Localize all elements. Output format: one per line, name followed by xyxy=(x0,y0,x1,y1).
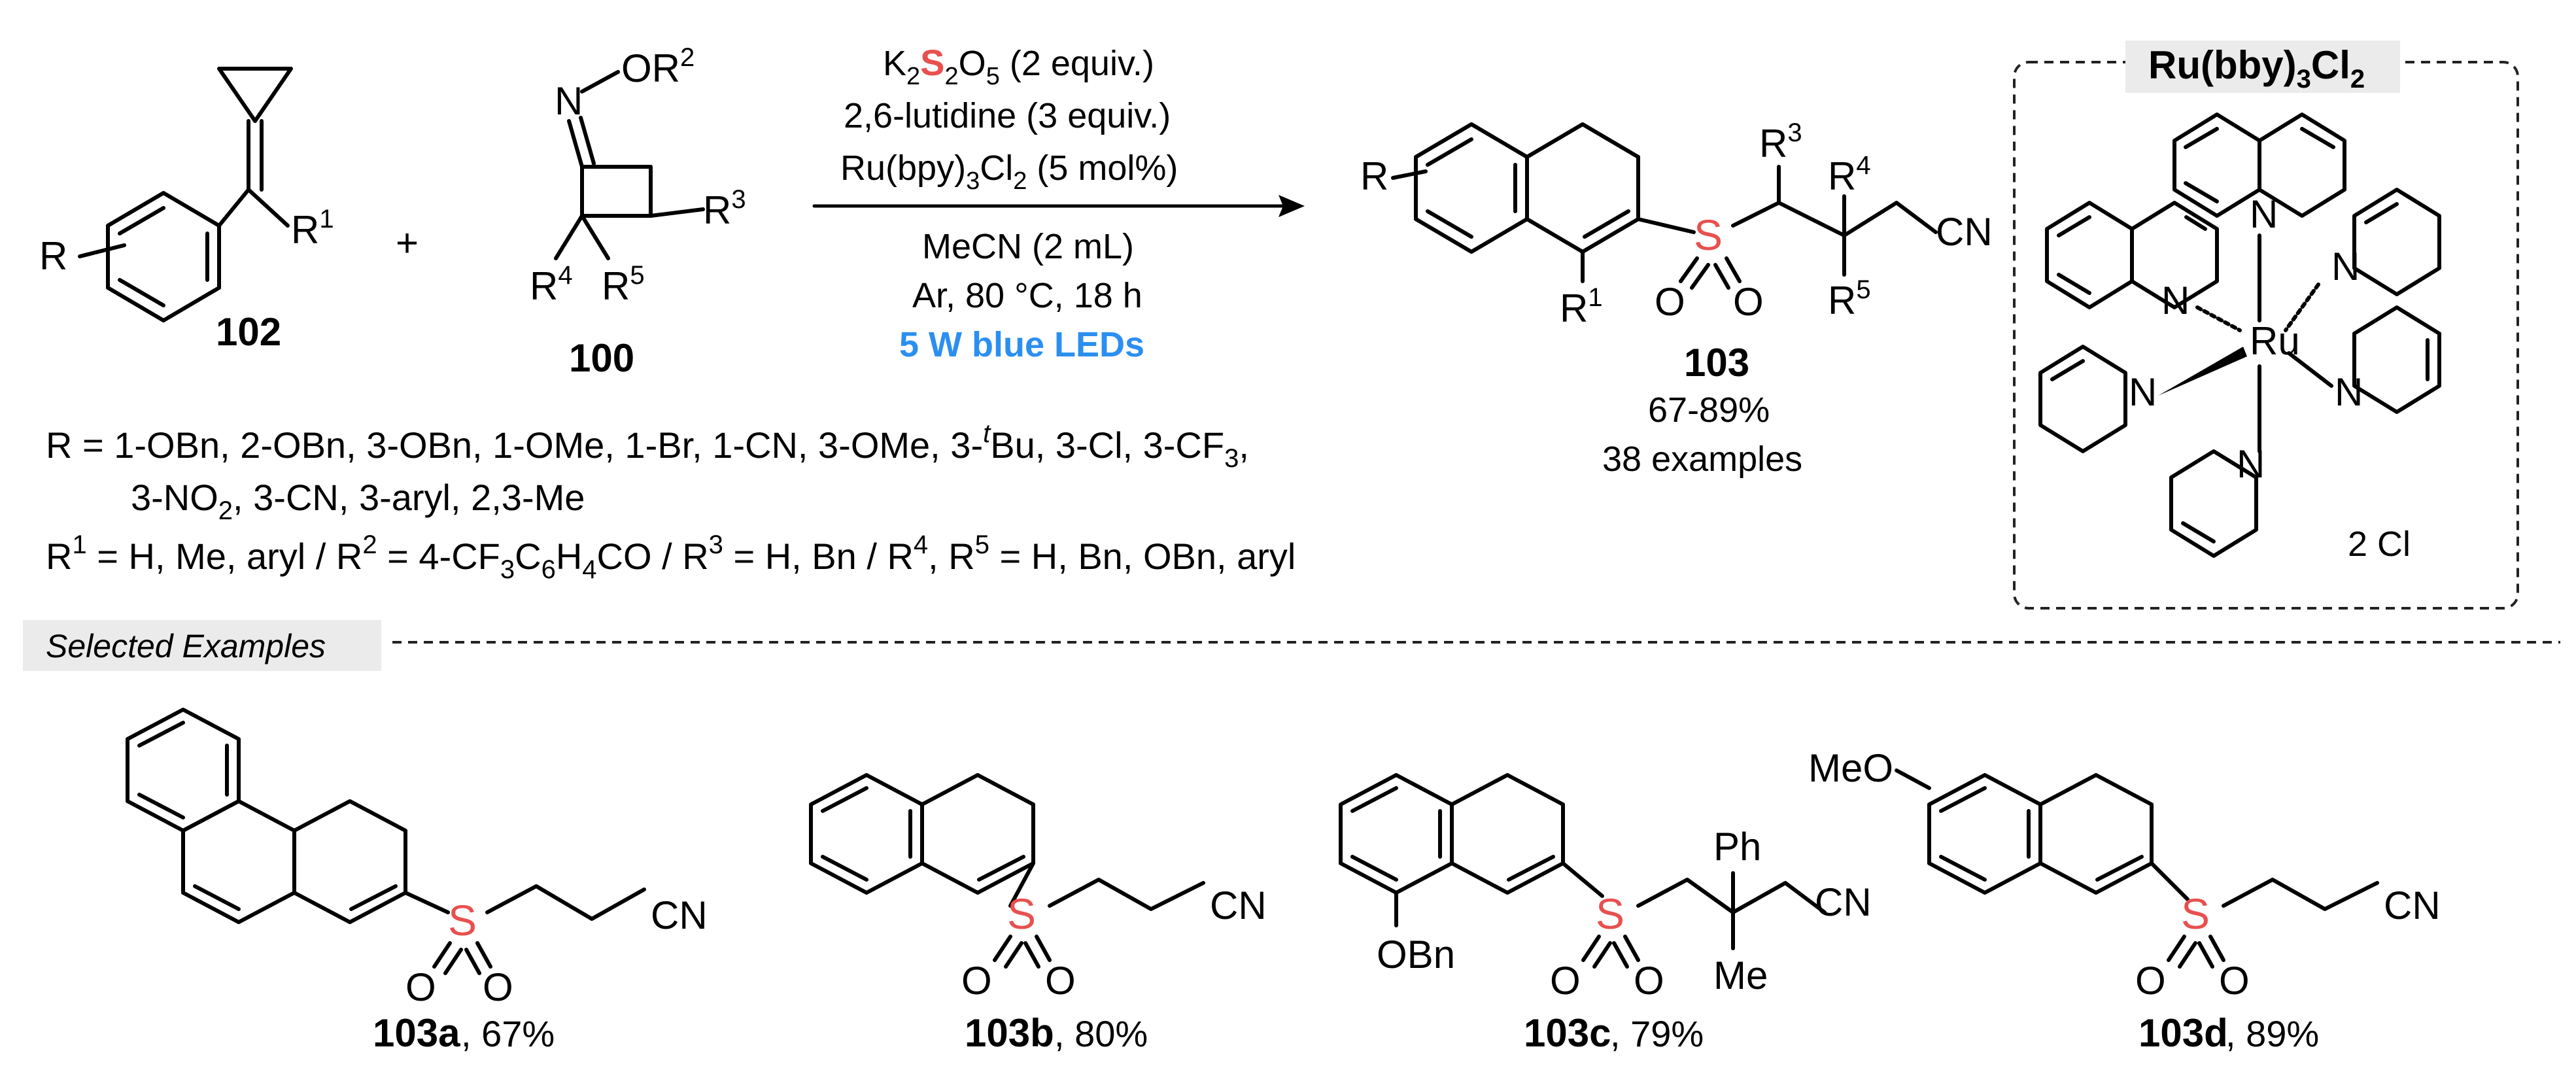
ligand-n-5: N xyxy=(2129,370,2157,414)
condition-line-4: MeCN (2 mL) xyxy=(922,227,1134,266)
product-r5-label: R5 xyxy=(1828,275,1871,322)
product-r3-label: R3 xyxy=(1759,118,1802,165)
or2-label: OR2 xyxy=(621,43,695,90)
example-103c-cn: CN xyxy=(1815,880,1872,924)
example-103d-cn: CN xyxy=(2384,884,2441,927)
product-r-label: R xyxy=(1360,154,1388,198)
r5-label: R5 xyxy=(602,261,645,308)
example-103a-yield: , 67% xyxy=(461,1013,555,1054)
selected-examples-header: Selected Examples xyxy=(23,620,2560,671)
example-103b-yield: , 80% xyxy=(1054,1013,1148,1054)
ligand-n-2: N xyxy=(2161,279,2190,322)
product-oxygen-1: O xyxy=(1655,280,1685,324)
compound-id-100: 100 xyxy=(569,336,634,380)
example-103d-oxygen-1: O xyxy=(2135,959,2166,1003)
counterion-label: 2 Cl xyxy=(2348,525,2411,564)
example-103a-cn: CN xyxy=(651,893,708,937)
example-103c-oxygen-2: O xyxy=(1634,959,1664,1003)
example-103c-methyl: Me xyxy=(1713,954,1768,997)
scope-line-r-cont: 3-NO2, 3-CN, 3-aryl, 2,3-Me xyxy=(131,477,585,525)
example-103c-oxygen-1: O xyxy=(1550,959,1581,1003)
catalyst-title-box xyxy=(2125,41,2400,93)
example-103b-sulfur: S xyxy=(1007,889,1036,938)
compound-id-103: 103 xyxy=(1684,341,1749,385)
ligand-n-3: N xyxy=(2331,245,2360,288)
reactant-100: N OR2 R3 R4 R5 100 xyxy=(530,43,746,380)
ligand-n-4: N xyxy=(2335,370,2363,414)
condition-line-3: Ru(bpy)3Cl2 (5 mol%) xyxy=(840,148,1178,195)
reactant-102: R R1 102 xyxy=(39,67,334,354)
example-103a: S O O CN 103a , 67% xyxy=(126,708,708,1055)
compound-id-102: 102 xyxy=(216,310,281,354)
r3-label: R3 xyxy=(703,185,746,232)
condition-line-6: 5 W blue LEDs xyxy=(899,325,1144,364)
product-r4-label: R4 xyxy=(1828,151,1871,198)
condition-line-5: Ar, 80 °C, 18 h xyxy=(912,276,1142,315)
example-103d: MeO S O O CN 103d , 89% xyxy=(1808,746,2441,1055)
example-103d-id: 103d xyxy=(2138,1011,2228,1055)
example-103d-methoxy: MeO xyxy=(1808,746,1893,790)
reaction-conditions: K2S2O5 (2 equiv.) 2,6-lutidine (3 equiv.… xyxy=(812,42,1305,364)
example-103b-oxygen-1: O xyxy=(961,959,992,1003)
condition-line-1: K2S2O5 (2 equiv.) xyxy=(883,42,1154,90)
example-103a-oxygen-1: O xyxy=(405,965,436,1009)
example-103b: S O O CN 103b , 80% xyxy=(809,773,1267,1055)
example-103c-yield: , 79% xyxy=(1610,1013,1704,1054)
plus-sign: + xyxy=(396,221,419,265)
example-103c-phenyl: Ph xyxy=(1713,825,1761,869)
substituent-scope: R = 1-OBn, 2-OBn, 3-OBn, 1-OMe, 1-Br, 1-… xyxy=(46,419,1296,584)
scope-line-r: R = 1-OBn, 2-OBn, 3-OBn, 1-OMe, 1-Br, 1-… xyxy=(46,419,1249,473)
product-yield-range: 67-89% xyxy=(1648,390,1770,430)
example-103c-sulfur: S xyxy=(1596,889,1624,938)
example-103c-obn: OBn xyxy=(1377,933,1455,976)
ligand-n-1: N xyxy=(2250,192,2278,236)
example-103d-sulfur: S xyxy=(2181,889,2210,938)
selected-examples-box xyxy=(23,620,381,671)
example-103a-sulfur: S xyxy=(448,896,477,944)
r-label: R xyxy=(39,234,67,278)
example-103b-oxygen-2: O xyxy=(1045,959,1076,1003)
example-103d-oxygen-2: O xyxy=(2219,959,2250,1003)
product-cn: CN xyxy=(1936,210,1993,254)
selected-examples-label: Selected Examples xyxy=(46,628,326,664)
scope-line-r1-r5: R1 = H, Me, aryl / R2 = 4-CF3C6H4CO / R3… xyxy=(46,530,1296,584)
example-103c-id: 103c xyxy=(1524,1011,1611,1055)
example-103b-cn: CN xyxy=(1210,884,1267,927)
arrow-head xyxy=(1279,195,1305,217)
example-103a-id: 103a xyxy=(373,1011,460,1055)
example-103d-yield: , 89% xyxy=(2225,1013,2319,1054)
r1-label: R1 xyxy=(291,205,334,252)
n-atom: N xyxy=(555,79,583,123)
product-example-count: 38 examples xyxy=(1602,439,1802,479)
product-sulfur: S xyxy=(1694,211,1723,259)
product-oxygen-2: O xyxy=(1733,280,1764,324)
condition-line-2: 2,6-lutidine (3 equiv.) xyxy=(844,96,1171,135)
product-103: R R1 S O O R3 R4 R5 CN 103 67-89% 38 exa… xyxy=(1360,118,1993,479)
example-103b-id: 103b xyxy=(965,1011,1054,1055)
example-103c: OBn S O O Ph Me CN 103c , 79% xyxy=(1339,773,1872,1055)
r4-label: R4 xyxy=(530,261,573,308)
catalyst-title: Ru(bby)3Cl2 xyxy=(2148,43,2365,94)
example-103a-oxygen-2: O xyxy=(483,965,513,1009)
catalyst-panel: Ru(bby)3Cl2 Ru N N N N N N xyxy=(2013,41,2519,610)
product-r1-label: R1 xyxy=(1560,283,1603,330)
